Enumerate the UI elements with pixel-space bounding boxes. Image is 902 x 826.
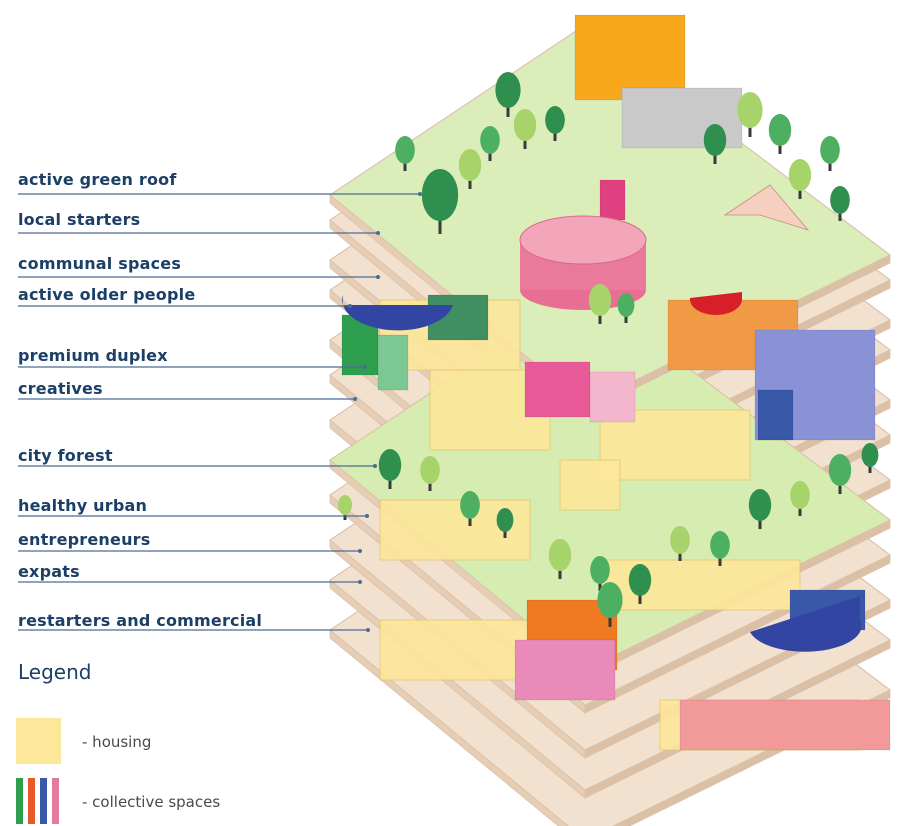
- tree-icon: [545, 106, 565, 141]
- tree-icon: [480, 126, 500, 161]
- leader-dot: [376, 275, 380, 279]
- tree-icon: [460, 491, 480, 526]
- label-entrepreneurs: entrepreneurs: [18, 530, 151, 549]
- tree-icon: [588, 284, 612, 324]
- tree-icon: [458, 149, 482, 189]
- collective-volume-9: [514, 639, 616, 701]
- leader-dot: [358, 580, 362, 584]
- tree-icon: [710, 531, 730, 566]
- label-creatives: creatives: [18, 379, 103, 398]
- label-local-starters: local starters: [18, 210, 141, 229]
- tree-icon: [830, 186, 850, 221]
- label-premium-duplex: premium duplex: [18, 346, 168, 365]
- collective-volume-10: [679, 699, 891, 751]
- tree-icon: [378, 449, 402, 489]
- leader-dot: [363, 365, 367, 369]
- label-expats: expats: [18, 562, 80, 581]
- leader-dot: [418, 192, 422, 196]
- leader-dot: [358, 549, 362, 553]
- tree-icon: [790, 481, 810, 516]
- leader-dot: [373, 464, 377, 468]
- legend-swatch-collective-spaces: [16, 778, 61, 824]
- tree-icon: [748, 489, 772, 529]
- tree-icon: [495, 72, 521, 117]
- collective-volume-1: [377, 334, 409, 391]
- leader-dot: [353, 397, 357, 401]
- tree-icon: [628, 564, 652, 604]
- tree-icon: [590, 556, 610, 591]
- collective-volume-12: [574, 14, 686, 101]
- housing-volume-7: [559, 459, 621, 511]
- label-restarters-and-commercial: restarters and commercial: [18, 611, 263, 630]
- leader-dot: [376, 231, 380, 235]
- red-half-disc: [689, 292, 742, 316]
- collective-volume-7: [757, 389, 794, 441]
- trees: [338, 72, 879, 627]
- legend-label-collective-spaces: - collective spaces: [82, 793, 221, 811]
- label-city-forest: city forest: [18, 446, 113, 465]
- tree-icon: [820, 136, 840, 171]
- legend-swatch-housing: [16, 718, 61, 764]
- collective-volume-14: [599, 179, 626, 221]
- collective-volume-3: [524, 361, 591, 418]
- tree-icon: [548, 539, 572, 579]
- blue-half-disc-lower: [750, 596, 862, 652]
- tree-icon: [395, 136, 415, 171]
- tree-icon: [703, 124, 727, 164]
- tent-canopy: [723, 184, 810, 231]
- tree-icon: [768, 114, 792, 154]
- label-communal-spaces: communal spaces: [18, 254, 182, 273]
- collective-volume-4: [589, 371, 636, 423]
- collective-volume-0: [341, 314, 379, 376]
- cylinder-top: [519, 215, 647, 265]
- label-leader-lines: [18, 192, 422, 632]
- legend-title: Legend: [18, 660, 92, 684]
- tree-icon: [617, 293, 635, 323]
- tree-icon: [420, 456, 440, 491]
- blue-half-disc: [342, 295, 453, 331]
- label-active-green-roof: active green roof: [18, 170, 177, 189]
- leader-dot: [365, 514, 369, 518]
- tree-icon: [670, 526, 690, 561]
- housing-volume-5: [379, 619, 541, 681]
- tree-icon: [513, 109, 537, 149]
- tree-icon: [828, 454, 852, 494]
- tree-icon: [861, 443, 879, 473]
- leader-dot: [348, 304, 352, 308]
- label-healthy-urban: healthy urban: [18, 496, 148, 515]
- tree-icon: [737, 92, 763, 137]
- tree-icon: [597, 582, 623, 627]
- leader-dot: [366, 628, 370, 632]
- tree-icon: [788, 159, 812, 199]
- building-volumes: [341, 14, 891, 751]
- tree-icon: [496, 508, 514, 538]
- tree-icon: [421, 169, 459, 234]
- label-active-older-people: active older people: [18, 285, 196, 304]
- legend-label-housing: - housing: [82, 733, 152, 751]
